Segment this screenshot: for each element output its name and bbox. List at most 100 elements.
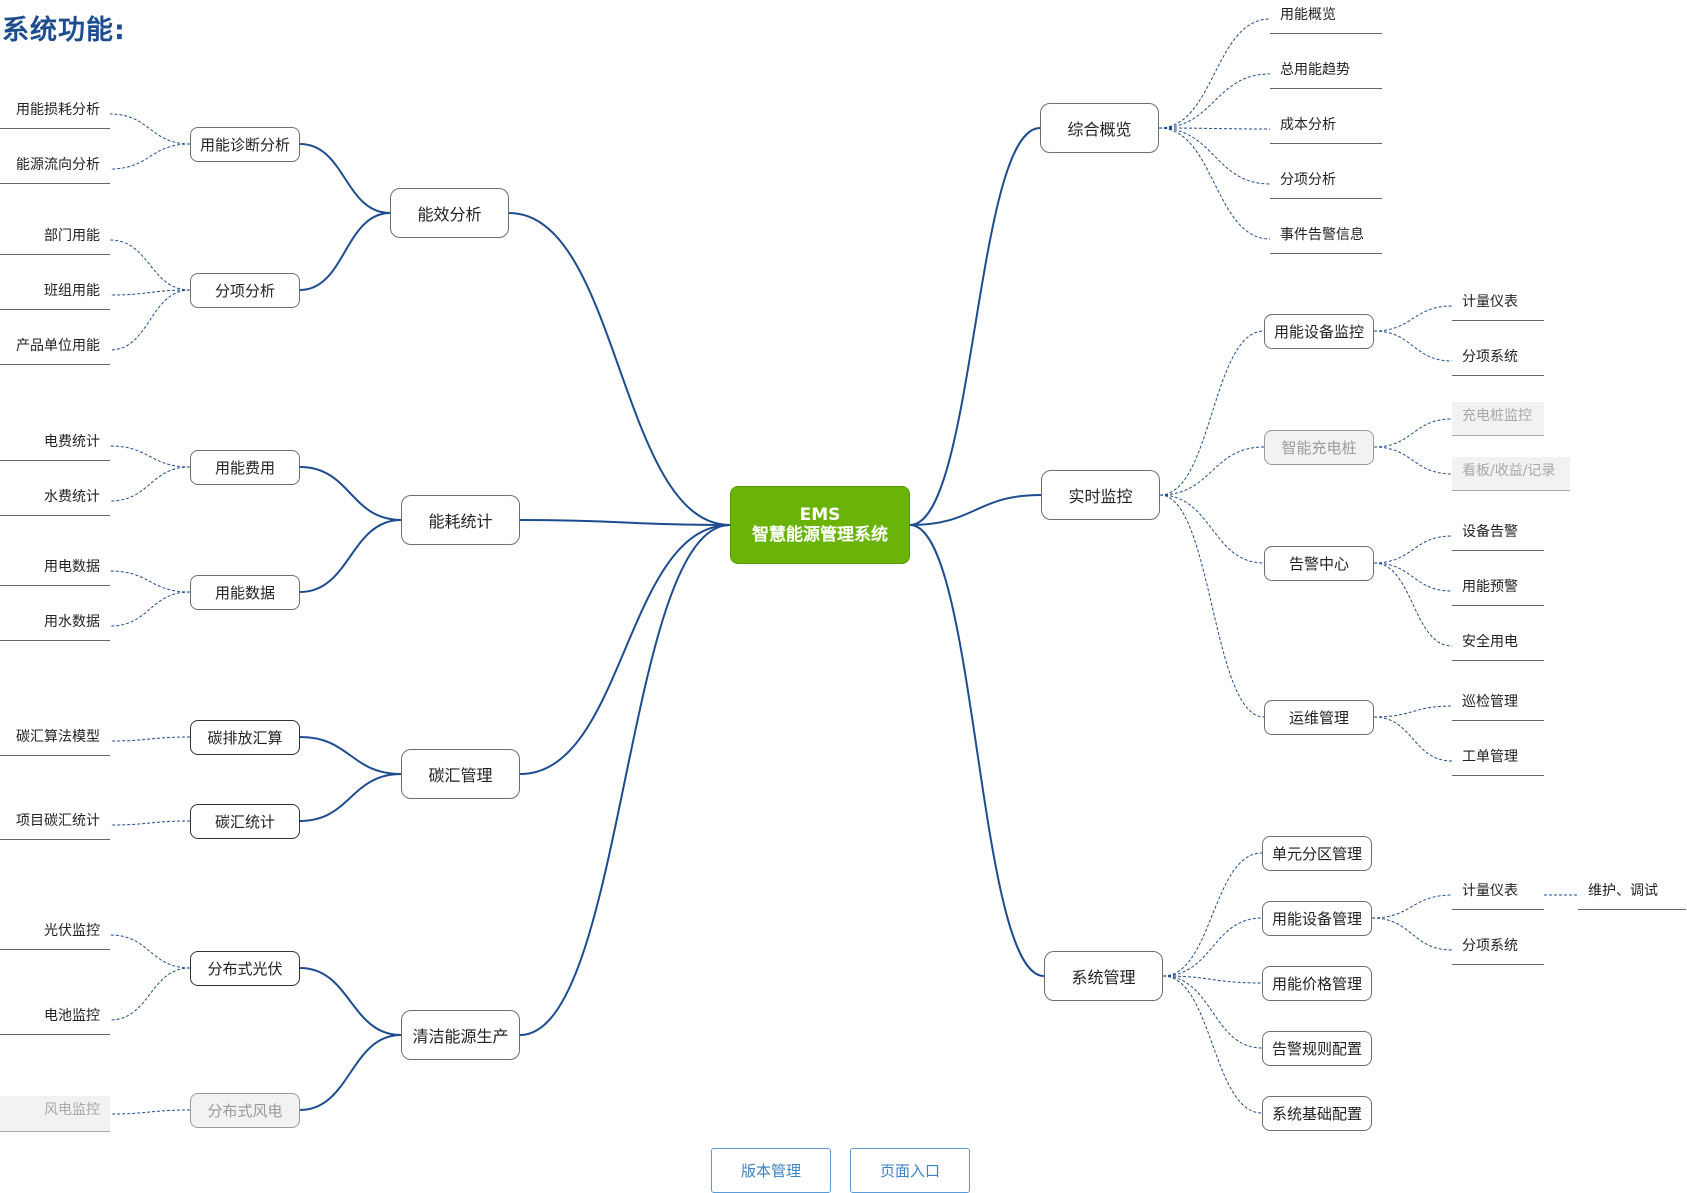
node-pv[interactable]: 分布式光伏 <box>190 951 300 986</box>
link-rt-leaf-a <box>1373 305 1453 332</box>
link-root-right-2 <box>909 524 1045 977</box>
link-rt-leaf-d <box>1373 446 1453 475</box>
version-management-button[interactable]: 版本管理 <box>711 1148 831 1193</box>
leaf-wind-monitor[interactable]: 风电监控 <box>0 1096 110 1132</box>
link-left-leaf-0-0 <box>109 113 191 145</box>
link-overview-leaf-2 <box>1158 127 1271 130</box>
node-alarm-rules[interactable]: 告警规则配置 <box>1262 1031 1372 1066</box>
leaf-ov-event[interactable]: 事件告警信息 <box>1270 224 1382 254</box>
leaf-ch-board[interactable]: 看板/收益/记录 <box>1452 457 1570 491</box>
node-wind[interactable]: 分布式风电 <box>190 1093 300 1128</box>
node-cost[interactable]: 用能费用 <box>190 450 300 485</box>
leaf-battery[interactable]: 电池监控 <box>0 1005 110 1035</box>
root-node[interactable]: EMS 智慧能源管理系统 <box>730 486 910 564</box>
leaf-water-fee[interactable]: 水费统计 <box>0 486 110 516</box>
leaf-ov-item[interactable]: 分项分析 <box>1270 169 1382 199</box>
page-entry-button[interactable]: 页面入口 <box>850 1148 970 1193</box>
link-overview-leaf-1 <box>1158 73 1271 129</box>
link-sys-leaf-a <box>1371 894 1453 919</box>
link-sys-l2-3 <box>1162 975 1263 1049</box>
leaf-ov-trend[interactable]: 总用能趋势 <box>1270 59 1382 89</box>
link-l1-l2-b <box>299 212 391 291</box>
link-overview-leaf-4 <box>1158 127 1271 240</box>
link-l1-l2-d <box>299 519 402 593</box>
link-root-right-0 <box>909 127 1041 526</box>
leaf-flow[interactable]: 能源流向分析 <box>0 154 110 184</box>
node-carbon-mgmt[interactable]: 碳汇管理 <box>401 749 520 799</box>
link-sys-leaf-b <box>1371 917 1453 951</box>
node-system-mgmt[interactable]: 系统管理 <box>1044 951 1163 1001</box>
node-alarm-center[interactable]: 告警中心 <box>1264 546 1374 581</box>
link-left-leaf-1-1 <box>109 289 191 296</box>
root-label-line2: 智慧能源管理系统 <box>752 525 888 545</box>
leaf-unit-product[interactable]: 产品单位用能 <box>0 335 110 365</box>
link-sys-l2-4 <box>1162 975 1263 1114</box>
link-rt-leaf-i <box>1373 716 1453 762</box>
link-root-left-3 <box>519 524 731 1036</box>
node-diagnosis[interactable]: 用能诊断分析 <box>190 127 300 162</box>
link-l1-l2-f <box>299 773 402 822</box>
link-left-leaf-1-2 <box>109 289 191 351</box>
node-price-mgmt[interactable]: 用能价格管理 <box>1262 966 1372 1001</box>
link-sys-l2-0 <box>1162 852 1263 977</box>
node-energy-stats[interactable]: 能耗统计 <box>401 495 520 545</box>
leaf-elec-fee[interactable]: 电费统计 <box>0 431 110 461</box>
link-left-leaf-6-0 <box>109 934 191 969</box>
leaf-loss[interactable]: 用能损耗分析 <box>0 99 110 129</box>
leaf-project-carbon[interactable]: 项目碳汇统计 <box>0 810 110 840</box>
leaf-elec-data[interactable]: 用电数据 <box>0 556 110 586</box>
leaf-al-safe[interactable]: 安全用电 <box>1452 631 1544 661</box>
leaf-al-device[interactable]: 设备告警 <box>1452 521 1544 551</box>
node-charging[interactable]: 智能充电桩 <box>1264 430 1374 465</box>
link-l1-l2-c <box>299 466 402 521</box>
link-l1-l2-g <box>299 967 402 1036</box>
link-realtime-l2-1 <box>1159 446 1265 496</box>
node-carbon-stats[interactable]: 碳汇统计 <box>190 804 300 839</box>
leaf-ov-cost[interactable]: 成本分析 <box>1270 114 1382 144</box>
leaf-rt-item[interactable]: 分项系统 <box>1452 346 1544 376</box>
link-rt-leaf-b <box>1373 330 1453 362</box>
node-energy-efficiency[interactable]: 能效分析 <box>390 188 509 238</box>
node-ops[interactable]: 运维管理 <box>1264 700 1374 735</box>
link-root-left-0 <box>508 212 731 526</box>
leaf-dm-meter[interactable]: 计量仪表 <box>1452 880 1544 910</box>
link-left-leaf-5-0 <box>109 820 191 826</box>
link-left-leaf-0-1 <box>109 143 191 170</box>
link-realtime-l2-3 <box>1159 494 1265 718</box>
node-overview[interactable]: 综合概览 <box>1040 103 1159 153</box>
leaf-op-inspect[interactable]: 巡检管理 <box>1452 691 1544 721</box>
node-device-mgmt[interactable]: 用能设备管理 <box>1262 901 1372 936</box>
leaf-pv-monitor[interactable]: 光伏监控 <box>0 920 110 950</box>
leaf-water-data[interactable]: 用水数据 <box>0 611 110 641</box>
link-realtime-l2-2 <box>1159 494 1265 564</box>
leaf-rt-meter[interactable]: 计量仪表 <box>1452 291 1544 321</box>
link-sys-l2-1 <box>1162 917 1263 977</box>
node-base-config[interactable]: 系统基础配置 <box>1262 1096 1372 1131</box>
leaf-dept[interactable]: 部门用能 <box>0 225 110 255</box>
leaf-ov-usage[interactable]: 用能概览 <box>1270 4 1382 34</box>
leaf-team[interactable]: 班组用能 <box>0 280 110 310</box>
link-l1-l2-e <box>299 736 402 775</box>
link-l1-l2-a <box>299 143 391 214</box>
leaf-dm-item[interactable]: 分项系统 <box>1452 935 1544 965</box>
link-overview-leaf-3 <box>1158 127 1271 185</box>
node-itemized[interactable]: 分项分析 <box>190 273 300 308</box>
link-left-leaf-3-1 <box>109 591 191 627</box>
link-left-leaf-6-1 <box>109 967 191 1021</box>
node-device-monitor[interactable]: 用能设备监控 <box>1264 314 1374 349</box>
page-title: 系统功能: <box>2 15 126 46</box>
leaf-al-warn[interactable]: 用能预警 <box>1452 576 1544 606</box>
leaf-ch-monitor[interactable]: 充电桩监控 <box>1452 402 1544 436</box>
node-realtime[interactable]: 实时监控 <box>1041 470 1160 520</box>
leaf-dm-maint[interactable]: 维护、调试 <box>1578 880 1686 910</box>
link-left-leaf-2-1 <box>109 466 191 502</box>
node-unit-zone[interactable]: 单元分区管理 <box>1262 836 1372 871</box>
leaf-op-order[interactable]: 工单管理 <box>1452 746 1544 776</box>
node-carbon-emission[interactable]: 碳排放汇算 <box>190 720 300 755</box>
link-left-leaf-2-0 <box>109 445 191 468</box>
node-clean-energy[interactable]: 清洁能源生产 <box>401 1010 520 1060</box>
leaf-carbon-model[interactable]: 碳汇算法模型 <box>0 726 110 756</box>
node-usage-data[interactable]: 用能数据 <box>190 575 300 610</box>
link-root-left-2 <box>519 524 731 775</box>
link-root-right-1 <box>909 494 1042 526</box>
